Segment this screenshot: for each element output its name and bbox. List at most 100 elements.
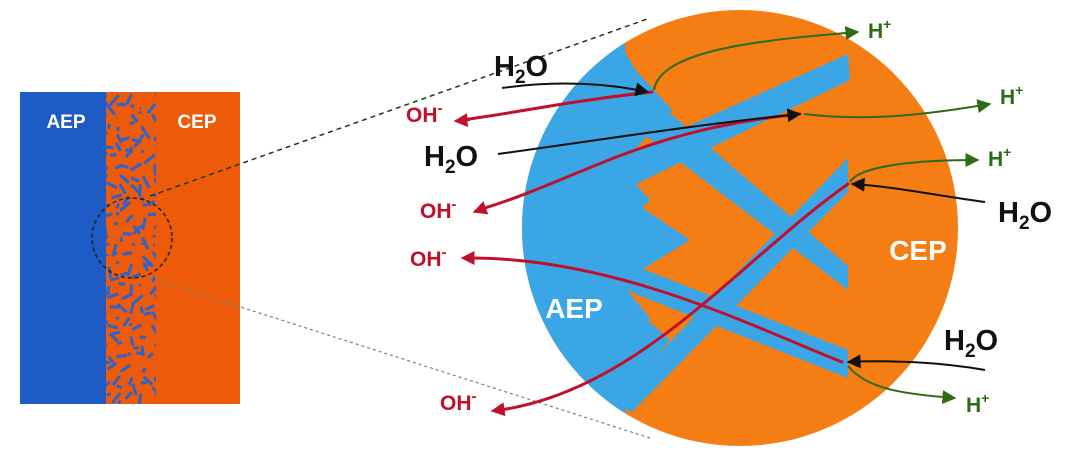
junction-mesh-strand xyxy=(106,380,111,387)
left-aep-label: AEP xyxy=(46,112,85,133)
hydroxide-arrow-1 xyxy=(453,113,471,128)
junction-mesh-strand xyxy=(128,322,133,327)
junction-mesh-strand xyxy=(136,351,143,355)
junction-mesh-strand xyxy=(119,363,131,373)
junction-mesh-strand xyxy=(146,351,154,359)
channel-upper-rising xyxy=(604,54,850,188)
junction-mesh-strand xyxy=(109,305,120,309)
junction-mesh-strand xyxy=(121,292,133,301)
left-cep-label: CEP xyxy=(177,112,216,133)
junction-mesh-strand xyxy=(116,353,128,359)
junction-mesh-strand xyxy=(121,195,131,206)
junction-mesh-strand xyxy=(131,242,136,247)
hydroxide-label-3: OH- xyxy=(410,244,447,271)
junction-mesh-strand xyxy=(150,324,156,335)
junction-mesh-strand xyxy=(111,392,122,404)
junction-mesh-strand xyxy=(115,260,120,266)
junction-mesh-strand xyxy=(130,113,139,123)
water-arrow-3 xyxy=(850,177,986,203)
junction-mesh-strand xyxy=(138,110,143,115)
proton-arrow-1 xyxy=(653,26,860,91)
hydroxide-arrow-4 xyxy=(490,402,507,417)
junction-mesh-strand xyxy=(150,113,156,123)
junction-mesh-strand xyxy=(140,236,150,250)
junction-mesh-strand xyxy=(151,276,156,283)
proton-label-2: H+ xyxy=(1000,82,1023,109)
junction-mesh-strand xyxy=(106,242,110,247)
junction-mesh-strand xyxy=(126,408,129,411)
junction-mesh-strand xyxy=(141,367,147,374)
junction-mesh-strand xyxy=(129,120,136,125)
zoomed-junction-circle xyxy=(522,10,958,446)
junction-mesh-strand xyxy=(143,311,152,316)
junction-mesh-strand xyxy=(106,145,114,150)
junction-mesh-strand xyxy=(131,294,144,306)
ion-transport-lines xyxy=(458,90,850,412)
junction-mesh-strand xyxy=(153,376,156,383)
junction-mesh-strand xyxy=(131,137,142,144)
channel-lower-rising xyxy=(610,158,848,412)
hydroxide-label-4: OH- xyxy=(440,388,477,415)
junction-mesh-strand xyxy=(141,175,151,189)
junction-mesh-strand xyxy=(113,251,118,256)
junction-mesh-strand xyxy=(106,361,118,371)
zoom-guide-top xyxy=(149,17,651,197)
junction-mesh-strand xyxy=(122,316,131,327)
junction-mesh-strand xyxy=(143,262,153,267)
cep-layer xyxy=(154,92,240,404)
junction-mesh-strand xyxy=(151,311,156,322)
junction-mesh-strand xyxy=(130,162,142,172)
junction-mesh-strand xyxy=(153,164,156,176)
junction-mesh-strand xyxy=(154,294,156,298)
junction-mesh-strand xyxy=(106,151,109,156)
junction-mesh-strand xyxy=(122,251,132,256)
junction-mesh-strand xyxy=(130,176,140,183)
junction-mesh-strand xyxy=(118,282,126,286)
junction-mesh-strand xyxy=(142,202,152,207)
hydroxide-label-2: OH- xyxy=(420,196,457,223)
junction-mesh-strand xyxy=(143,153,156,165)
junction-mesh-strand xyxy=(120,271,129,277)
junction-mesh-strand xyxy=(118,183,127,195)
junction-mesh-strand xyxy=(127,352,132,357)
proton-arrow-3 xyxy=(849,153,980,183)
proton-arrow-4 xyxy=(847,365,957,405)
junction-mesh-strand xyxy=(117,399,122,404)
hydroxide-arrow-2 xyxy=(472,201,489,215)
aep-layer xyxy=(20,92,108,404)
junction-mesh-strand xyxy=(151,251,156,261)
water-label-2: H2O xyxy=(424,141,478,178)
junction-mesh-strand xyxy=(130,103,135,109)
junction-mesh-strand xyxy=(125,93,133,105)
junction-mesh-strand xyxy=(124,390,134,400)
junction-mesh-strand xyxy=(152,192,156,198)
junction-mesh-strand xyxy=(138,406,144,407)
junction-mesh-strand xyxy=(132,224,143,235)
zoom-aep-label: AEP xyxy=(545,293,603,324)
proton-labels: H+ H+ H+ H+ xyxy=(868,16,1023,417)
proton-arrow-2 xyxy=(803,99,992,119)
junction-mesh-strand xyxy=(111,375,122,387)
proton-label-4: H+ xyxy=(966,390,989,417)
junction-mesh-strand xyxy=(129,336,135,347)
junction-mesh-strand xyxy=(108,94,120,107)
zoom-cep-label: CEP xyxy=(889,235,947,266)
junction-mesh-strand xyxy=(116,303,128,314)
proton-label-3: H+ xyxy=(988,144,1011,171)
junction-mesh-strand xyxy=(139,306,145,314)
junction-mesh-strand xyxy=(115,202,121,210)
junction-mesh-strand xyxy=(125,214,134,223)
junction-mesh-strand xyxy=(119,173,130,184)
junction-mesh-strand xyxy=(106,323,119,330)
water-label-4: H2O xyxy=(944,325,998,362)
water-arrow-1 xyxy=(501,82,650,97)
junction-mesh-strand xyxy=(106,181,118,190)
junction-mesh-strand xyxy=(129,183,141,195)
junction-mesh-strand xyxy=(140,125,151,140)
junction-mesh-strand xyxy=(119,201,131,212)
junction-mesh-strand xyxy=(118,163,129,169)
junction-mesh-strand xyxy=(150,199,156,205)
junction-mesh-strand xyxy=(124,148,134,155)
junction-mesh-strand xyxy=(109,276,120,282)
junction-mesh-strand xyxy=(153,136,156,143)
